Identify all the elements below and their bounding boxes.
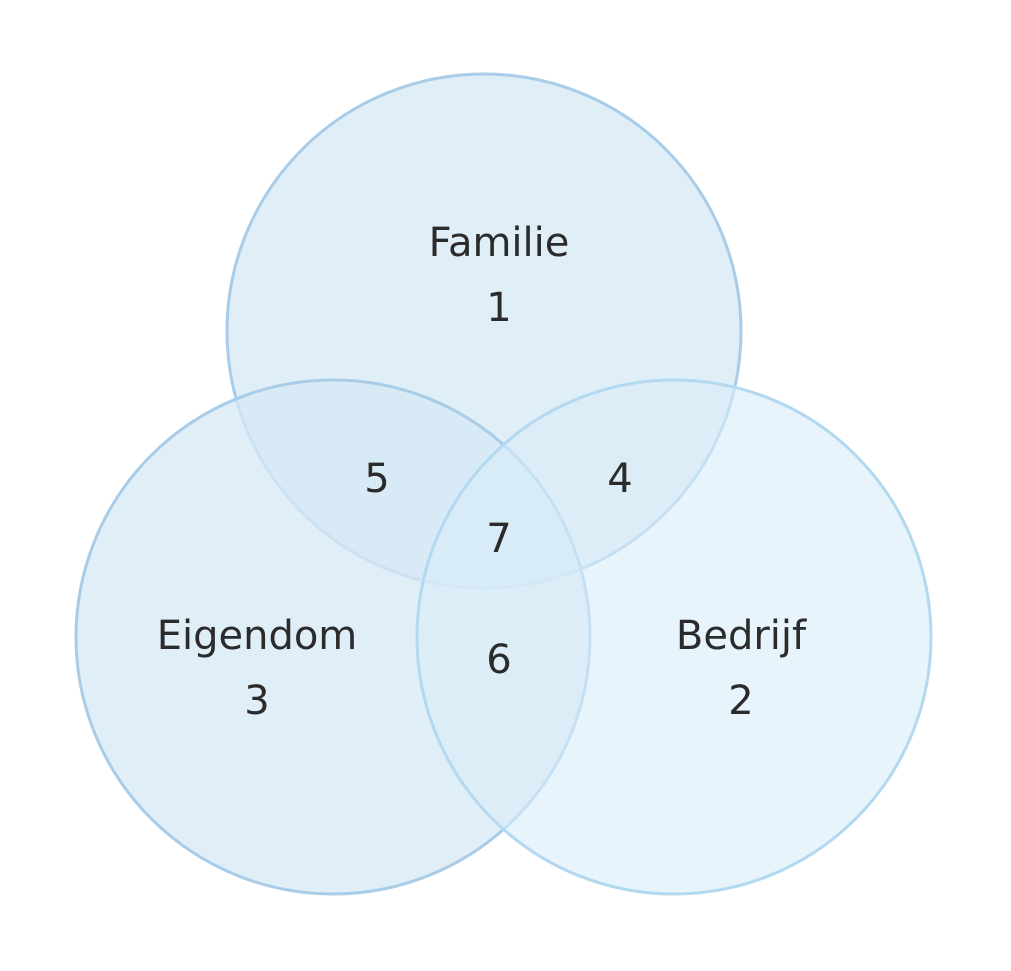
number-eigendom: 3 <box>244 678 269 724</box>
circle-bedrijf <box>415 378 933 896</box>
region-familie-eigendom: 5 <box>364 456 389 502</box>
region-bedrijf-eigendom: 6 <box>486 637 511 683</box>
number-bedrijf: 2 <box>728 678 753 724</box>
label-familie: Familie <box>429 220 570 266</box>
number-familie: 1 <box>486 285 511 331</box>
region-familie-bedrijf: 4 <box>607 456 632 502</box>
region-all-three: 7 <box>486 516 511 562</box>
label-eigendom: Eigendom <box>157 613 358 659</box>
label-bedrijf: Bedrijf <box>676 613 807 659</box>
